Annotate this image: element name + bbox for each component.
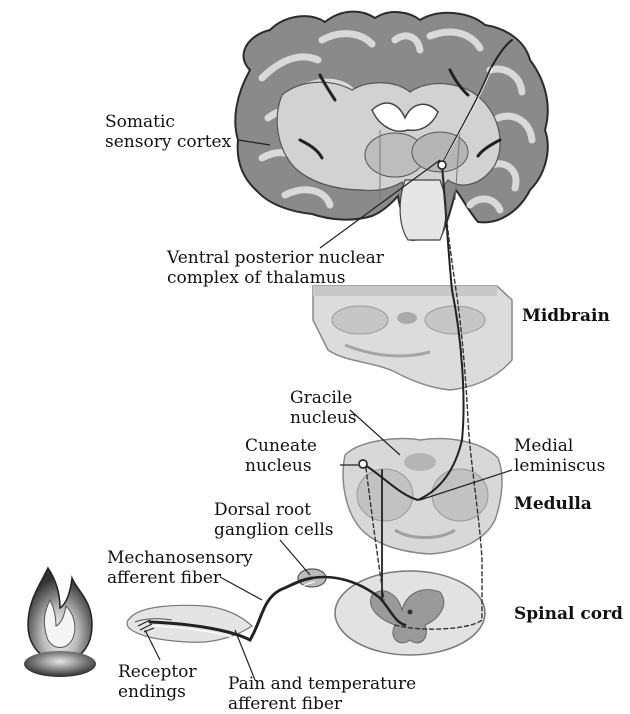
label-line: nucleus bbox=[290, 408, 357, 428]
label-line: Dorsal root bbox=[214, 500, 334, 520]
label-midbrain: Midbrain bbox=[522, 306, 610, 326]
label-gracile-nucleus: Gracile nucleus bbox=[290, 388, 357, 428]
label-line: Pain and temperature bbox=[228, 674, 416, 694]
label-somatic-sensory-cortex: Somatic sensory cortex bbox=[105, 112, 231, 152]
label-thalamus: Ventral posterior nuclear complex of tha… bbox=[167, 248, 384, 288]
brain-coronal-section bbox=[235, 12, 547, 240]
label-line: afferent fiber bbox=[228, 694, 416, 714]
label-medulla: Medulla bbox=[514, 494, 592, 514]
label-line: nucleus bbox=[245, 456, 317, 476]
label-line: ganglion cells bbox=[214, 520, 334, 540]
label-line: complex of thalamus bbox=[167, 268, 384, 288]
label-spinal-cord: Spinal cord bbox=[514, 604, 623, 624]
label-mechanosensory-fiber: Mechanosensory afferent fiber bbox=[107, 548, 253, 588]
label-line: endings bbox=[118, 682, 197, 702]
label-line: Receptor bbox=[118, 662, 197, 682]
label-dorsal-root-ganglion: Dorsal root ganglion cells bbox=[214, 500, 334, 540]
label-line: sensory cortex bbox=[105, 132, 231, 152]
midbrain-section bbox=[313, 286, 512, 390]
label-line: Ventral posterior nuclear bbox=[167, 248, 384, 268]
label-line: afferent fiber bbox=[107, 568, 253, 588]
label-medial-lemniscus: Medial leminiscus bbox=[514, 436, 605, 476]
label-line: Mechanosensory bbox=[107, 548, 253, 568]
label-line: Medial bbox=[514, 436, 605, 456]
medulla-section bbox=[343, 439, 502, 554]
label-line: Somatic bbox=[105, 112, 231, 132]
label-receptor-endings: Receptor endings bbox=[118, 662, 197, 702]
label-line: Gracile bbox=[290, 388, 357, 408]
label-pain-temperature-fiber: Pain and temperature afferent fiber bbox=[228, 674, 416, 714]
flame-icon bbox=[24, 568, 96, 677]
label-line: leminiscus bbox=[514, 456, 605, 476]
label-cuneate-nucleus: Cuneate nucleus bbox=[245, 436, 317, 476]
label-line: Cuneate bbox=[245, 436, 317, 456]
